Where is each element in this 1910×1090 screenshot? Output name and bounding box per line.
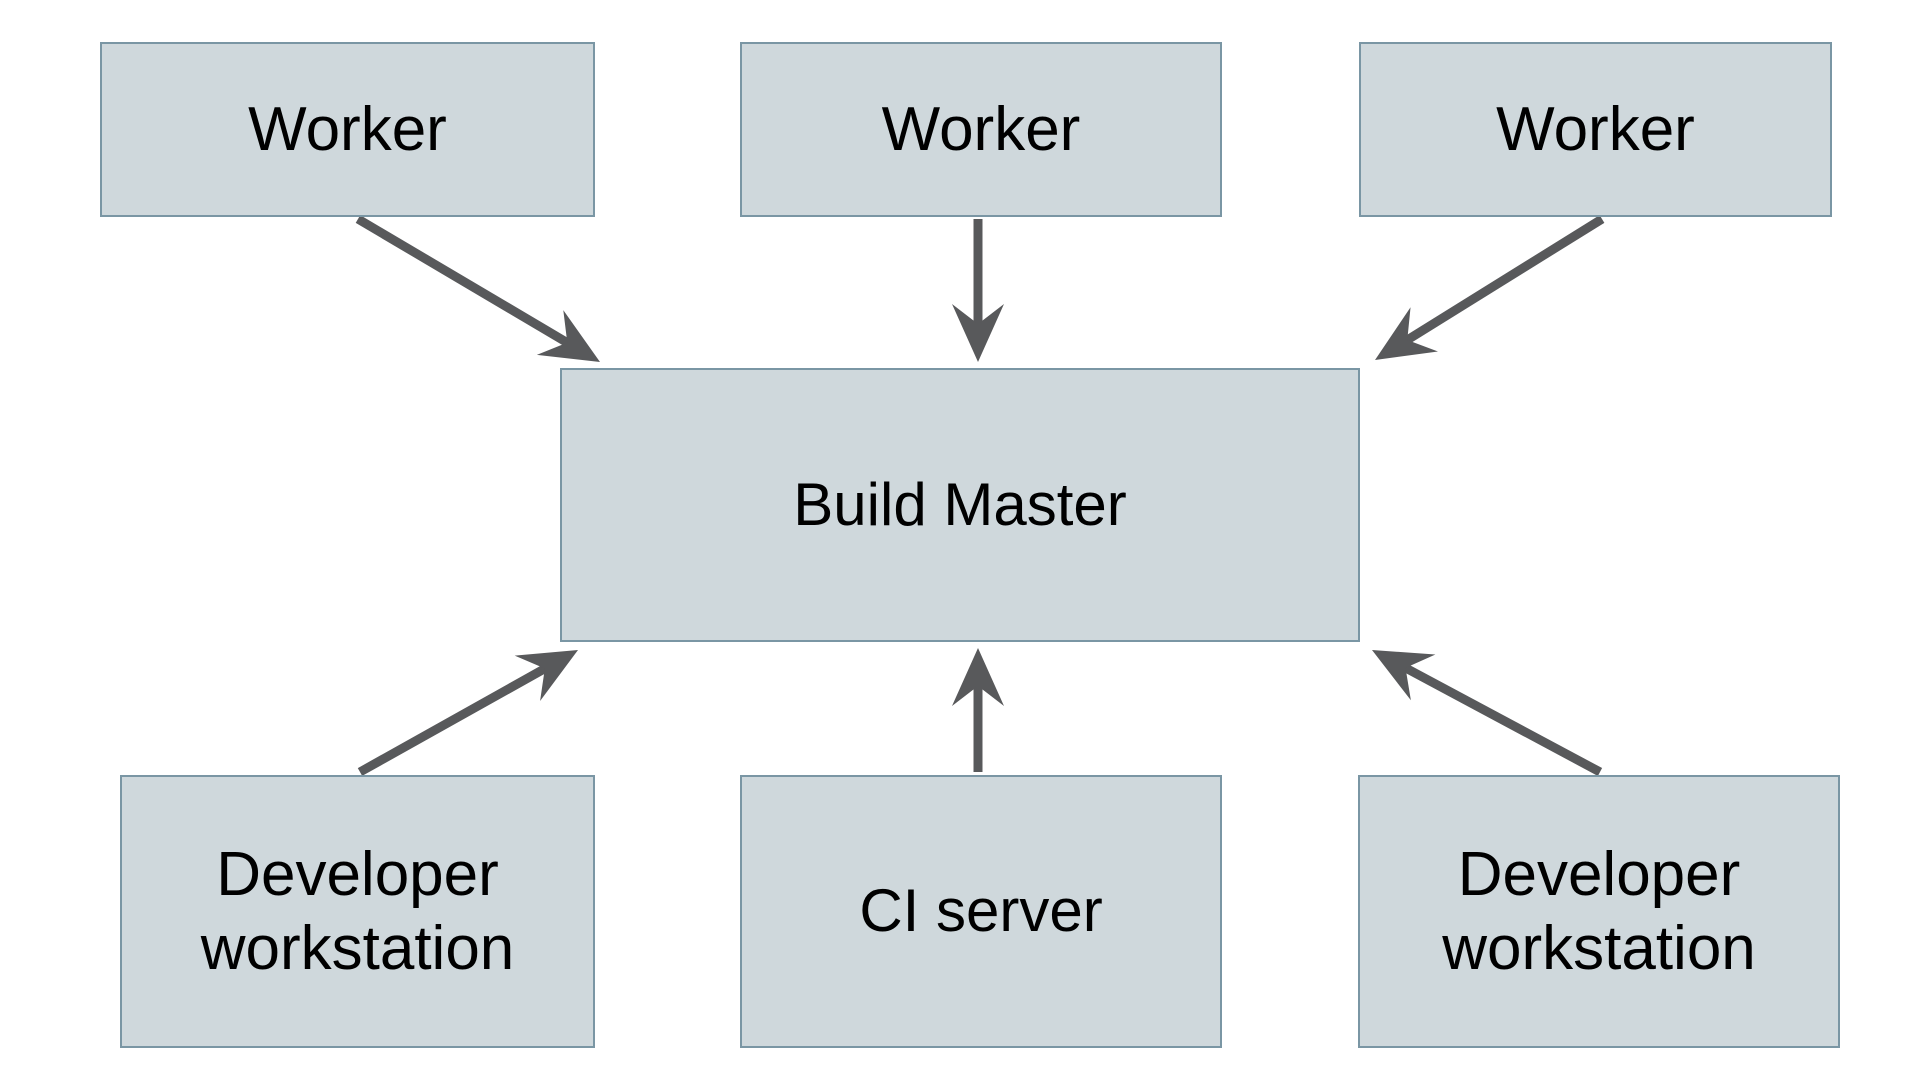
edge-worker3-to-master-arrowhead-icon bbox=[1375, 307, 1438, 360]
edge-devleft-to-master-arrowhead-icon bbox=[514, 650, 578, 702]
edge-worker2-to-master-arrowhead-icon bbox=[952, 304, 1004, 362]
edge-devleft-to-master bbox=[357, 650, 578, 776]
edge-worker1-to-master-arrowhead-icon bbox=[536, 310, 600, 362]
edge-worker1-to-master-shaft bbox=[355, 215, 572, 348]
edge-devright-to-master bbox=[1372, 650, 1603, 776]
node-build-master-label: Build Master bbox=[793, 470, 1127, 538]
edge-devleft-to-master-shaft bbox=[357, 663, 549, 776]
node-worker-1[interactable]: Worker bbox=[100, 42, 595, 217]
node-worker-2[interactable]: Worker bbox=[740, 42, 1222, 217]
node-build-master[interactable]: Build Master bbox=[560, 368, 1360, 642]
node-developer-workstation-right[interactable]: Developer workstation bbox=[1358, 775, 1840, 1048]
node-developer-workstation-right-label: Developer workstation bbox=[1442, 840, 1756, 983]
edge-devright-to-master-arrowhead-icon bbox=[1372, 650, 1436, 701]
node-ci-server[interactable]: CI server bbox=[740, 775, 1222, 1048]
node-worker-3-label: Worker bbox=[1496, 94, 1695, 164]
edge-worker3-to-master-shaft bbox=[1403, 215, 1605, 345]
edge-ci-to-master-arrowhead-icon bbox=[952, 648, 1004, 706]
node-worker-1-label: Worker bbox=[248, 94, 447, 164]
edge-worker1-to-master bbox=[355, 215, 600, 362]
edge-worker3-to-master bbox=[1375, 215, 1605, 360]
node-worker-2-label: Worker bbox=[881, 94, 1081, 164]
edge-devright-to-master-shaft bbox=[1401, 662, 1603, 776]
edge-ci-to-master bbox=[952, 648, 1004, 772]
node-developer-workstation-left[interactable]: Developer workstation bbox=[120, 775, 595, 1048]
edge-worker2-to-master bbox=[952, 219, 1004, 362]
node-ci-server-label: CI server bbox=[859, 877, 1103, 945]
node-worker-3[interactable]: Worker bbox=[1359, 42, 1832, 217]
node-developer-workstation-left-label: Developer workstation bbox=[200, 840, 515, 983]
